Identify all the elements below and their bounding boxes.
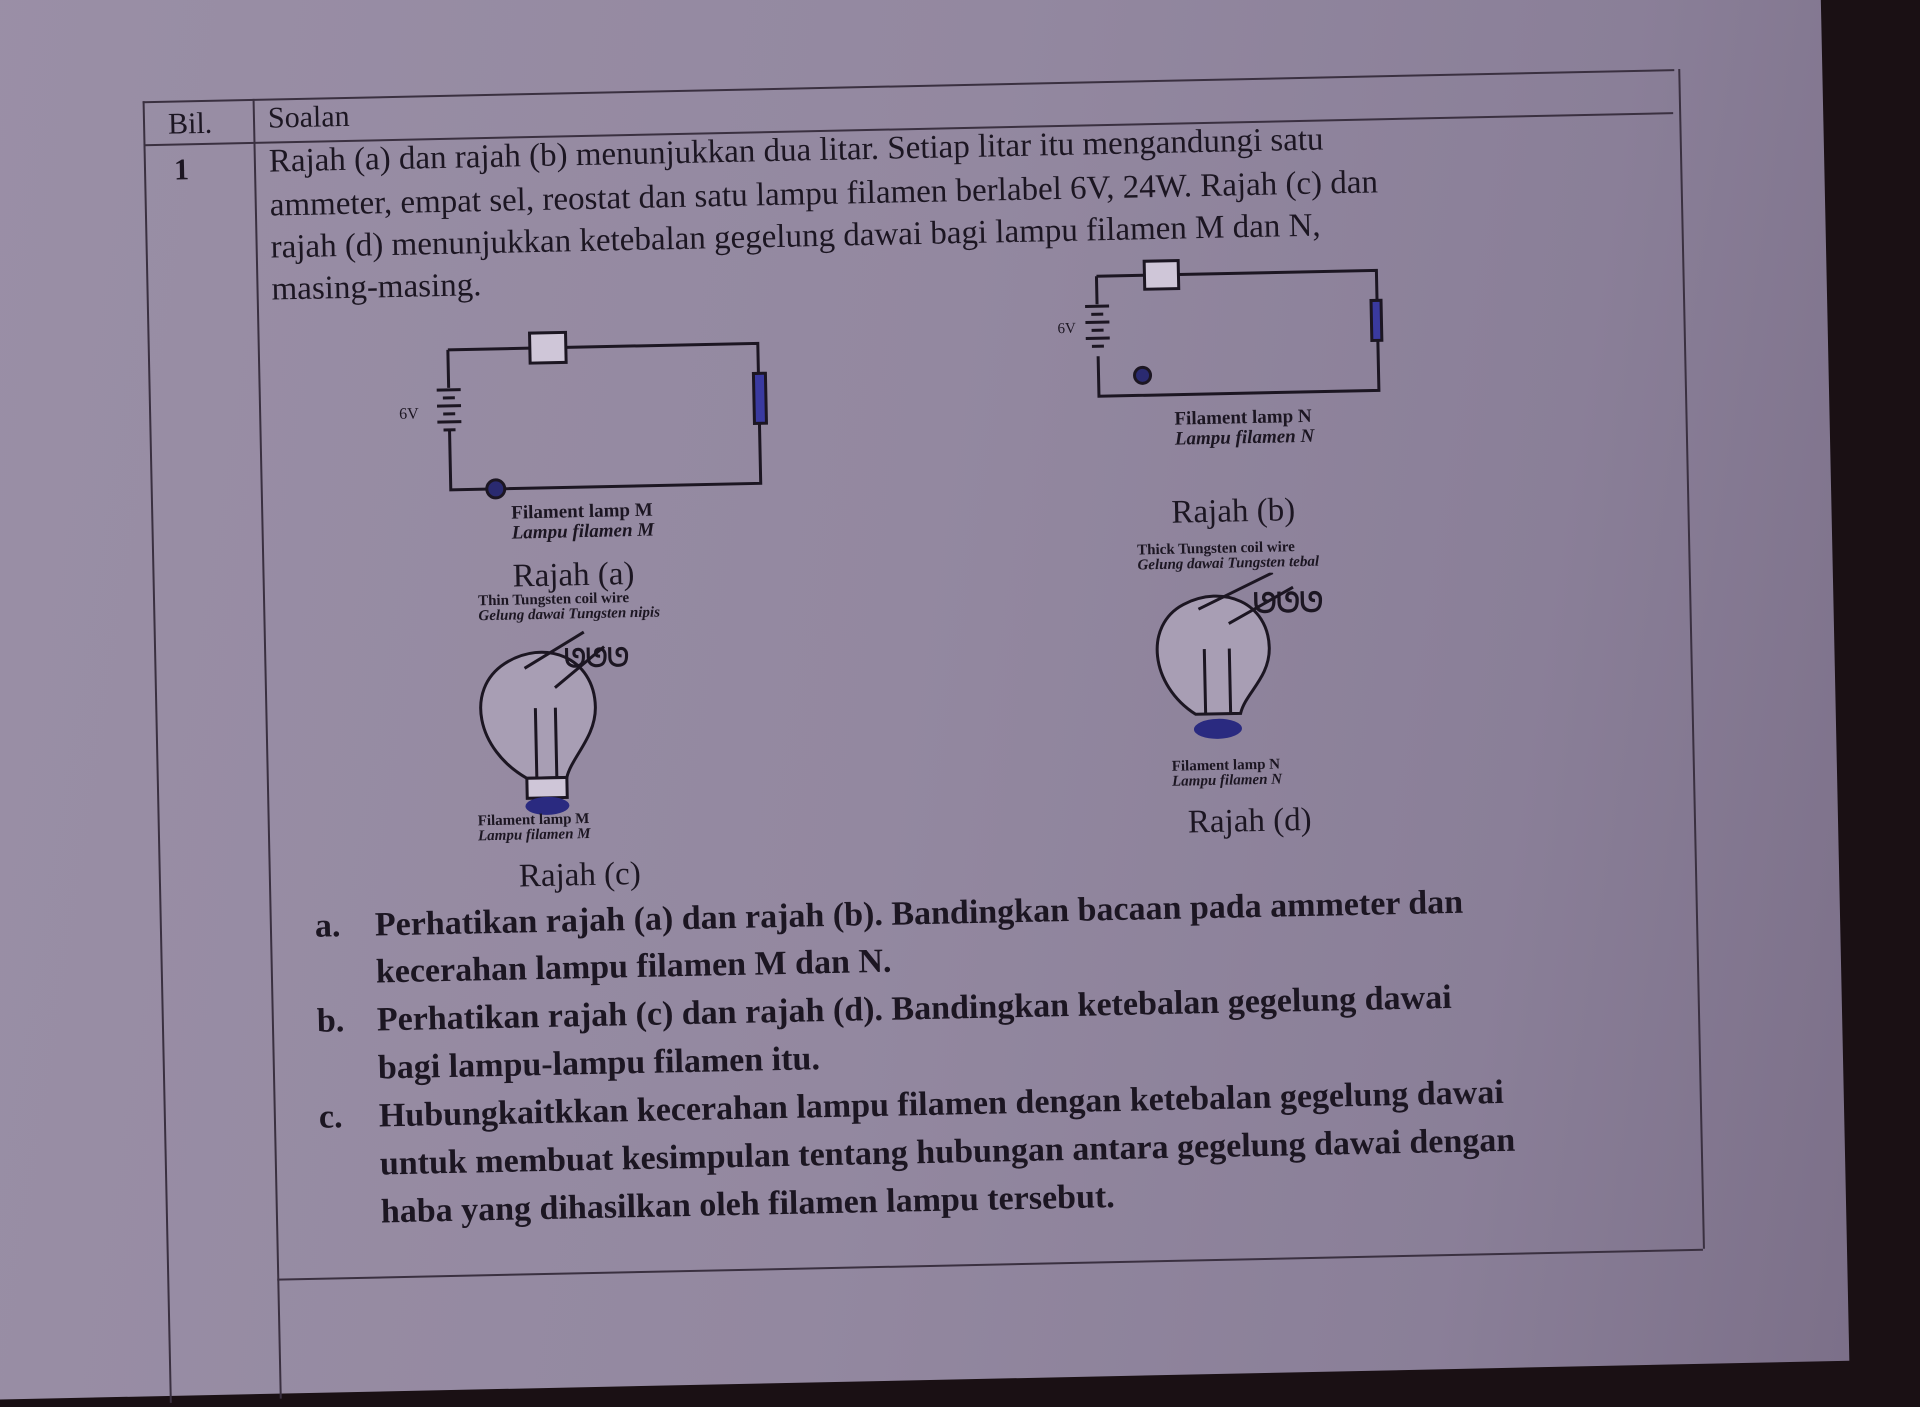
voltage-label-b: 6V <box>1057 321 1076 337</box>
bulb-diagram-c: ᘎᘎᘎ <box>479 630 629 815</box>
circuit-diagram-a: 6V <box>399 330 768 500</box>
header-soalan: Soalan <box>267 99 350 135</box>
caption-rajah-c: Rajah (c) <box>518 855 642 895</box>
voltage-label-a: 6V <box>399 405 419 422</box>
lamp-label-ms: Lampu filamen M <box>511 519 655 544</box>
caption-rajah-d: Rajah (d) <box>1187 801 1312 841</box>
bulb-diagram-d: ᘎᘎᘎ <box>1155 571 1323 739</box>
lamp-label-ms: Lampu filamen N <box>1171 771 1283 790</box>
lamp-label-ms: Lampu filamen M <box>477 825 591 845</box>
part-b-label: b. <box>316 1002 345 1040</box>
part-c-label: c. <box>318 1098 343 1136</box>
part-a-label: a. <box>314 907 341 945</box>
header-bil: Bil. <box>167 106 213 141</box>
question-number: 1 <box>173 153 190 187</box>
circuit-diagram-b: 6V <box>1057 259 1384 398</box>
lamp-label-ms: Lampu filamen N <box>1174 425 1315 450</box>
caption-rajah-b: Rajah (b) <box>1171 492 1296 531</box>
thin-coil-icon: ᘎᘎᘎ <box>564 643 629 673</box>
worksheet-page: Bil. Soalan 1 Rajah (a) dan rajah (b) me… <box>0 0 1850 1403</box>
thick-coil-icon: ᘎᘎᘎ <box>1253 588 1323 620</box>
